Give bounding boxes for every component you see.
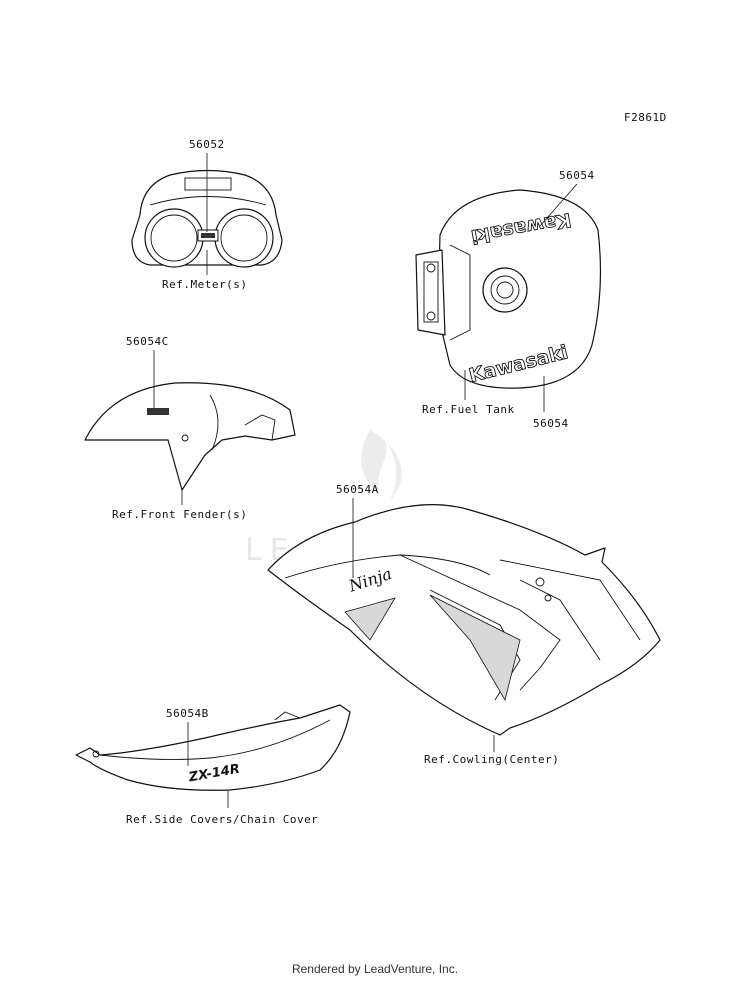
cowling-ref-label: Ref.Cowling(Center) — [424, 753, 559, 766]
side-part-number: 56054B — [166, 707, 209, 720]
meter-part-number: 56052 — [189, 138, 225, 151]
figure-code: F2861D — [624, 111, 667, 124]
fuel-tank-illustration: Kawasaki Kawasaki — [415, 189, 602, 389]
fender-part-number: 56054C — [126, 335, 169, 348]
tank-part-number-bottom: 56054 — [533, 417, 569, 430]
footer-credit: Rendered by LeadVenture, Inc. — [291, 962, 459, 976]
meter-decal — [201, 233, 215, 238]
tank-part-number-top: 56054 — [559, 169, 595, 182]
cowling-part-number: 56054A — [336, 483, 379, 496]
cowling-illustration: Ninja — [267, 504, 661, 736]
fender-ref-label: Ref.Front Fender(s) — [112, 508, 247, 521]
tank-leader-top — [539, 183, 578, 227]
fender-decal — [147, 408, 169, 415]
front-fender-illustration — [84, 382, 296, 491]
meter-ref-label: Ref.Meter(s) — [162, 278, 247, 291]
side-ref-label: Ref.Side Covers/Chain Cover — [126, 813, 318, 826]
tank-ref-label: Ref.Fuel Tank — [422, 403, 515, 416]
side-cover-illustration: ZX-14R — [75, 704, 351, 791]
